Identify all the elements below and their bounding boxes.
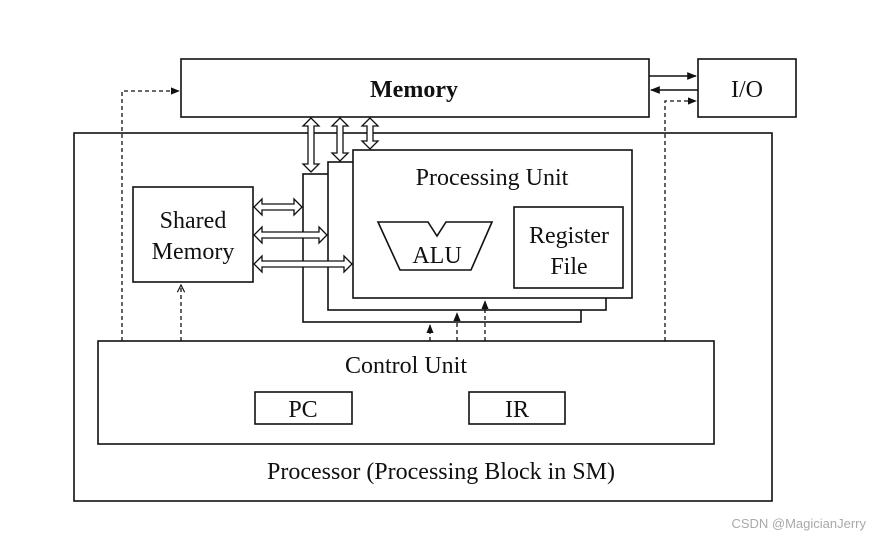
alu-shape: [376, 221, 494, 271]
control-to-io-dashed-arrow: [664, 97, 697, 341]
ir-label: IR: [505, 397, 529, 423]
io-box: [697, 58, 797, 118]
control-to-memory-dashed-arrow: [121, 87, 180, 341]
pc-label: PC: [288, 397, 317, 423]
register-file-label-line2: File: [550, 254, 587, 280]
memory-pu3-double-arrow: [301, 117, 321, 173]
shared-memory-box: [132, 186, 254, 283]
memory-pu1-double-arrow: [360, 117, 380, 150]
shared-memory-label-line1: Shared: [160, 208, 227, 234]
watermark-text: CSDN @MagicianJerry: [731, 516, 866, 531]
shared-memory-label-line2: Memory: [152, 239, 235, 265]
memory-pu2-double-arrow: [330, 117, 350, 162]
memory-label: Memory: [370, 77, 458, 103]
alu-label: ALU: [412, 243, 461, 269]
processor-label: Processor (Processing Block in SM): [267, 459, 615, 485]
control-unit-box: [97, 340, 715, 445]
memory-box: [180, 58, 650, 118]
register-file-box: [513, 206, 624, 289]
pc-box: [254, 391, 353, 425]
processing-unit-label: Processing Unit: [416, 165, 569, 191]
shared-memory-pu3-double-arrow: [253, 197, 303, 217]
shared-memory-pu2-double-arrow: [253, 225, 328, 245]
control-unit-label: Control Unit: [345, 353, 467, 379]
register-file-label-line1: Register: [529, 223, 609, 249]
ir-box: [468, 391, 566, 425]
shared-memory-pu1-double-arrow: [253, 254, 353, 274]
io-label: I/O: [731, 77, 763, 103]
